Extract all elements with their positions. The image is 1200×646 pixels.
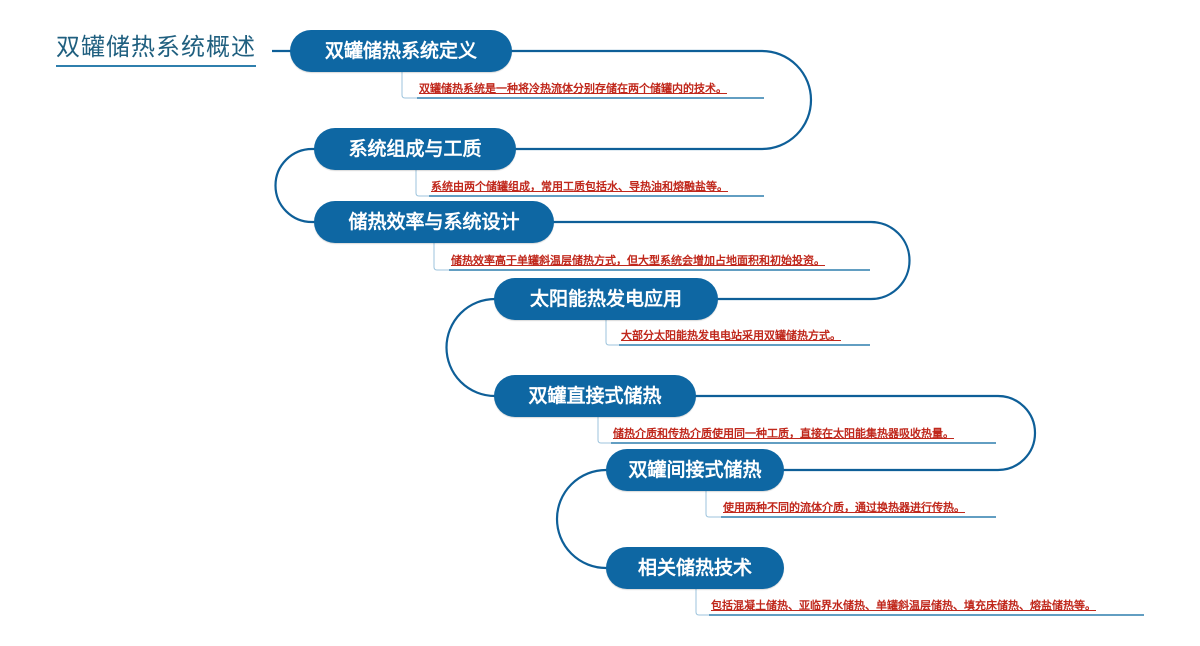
curve-5-6 xyxy=(694,394,1037,472)
note-indirect-storage[interactable]: 使用两种不同的流体介质，通过换热器进行传热。 xyxy=(723,501,965,514)
node-composition[interactable]: 系统组成与工质 xyxy=(314,128,516,170)
curve-4-5 xyxy=(445,297,496,398)
note-definition[interactable]: 双罐储热系统是一种将冷热流体分别存储在两个储罐内的技术。 xyxy=(419,82,727,95)
mind-map-root-title[interactable]: 双罐储热系统概述 xyxy=(56,33,256,67)
note-composition[interactable]: 系统由两个储罐组成，常用工质包括水、导热油和熔融盐等。 xyxy=(431,180,728,193)
curve-6-7 xyxy=(555,468,608,570)
node-definition[interactable]: 双罐储热系统定义 xyxy=(290,30,512,72)
note-related-technologies[interactable]: 包括混凝土储热、亚临界水储热、单罐斜温层储热、填充床储热、熔盐储热等。 xyxy=(711,599,1096,612)
curve-3-4 xyxy=(552,220,911,301)
node-related-technologies[interactable]: 相关储热技术 xyxy=(606,547,784,589)
note-solar-application[interactable]: 大部分太阳能热发电电站采用双罐储热方式。 xyxy=(621,329,841,342)
node-efficiency-design[interactable]: 储热效率与系统设计 xyxy=(314,201,554,243)
node-solar-application[interactable]: 太阳能热发电应用 xyxy=(494,278,718,320)
curve-2-3 xyxy=(274,147,316,224)
node-direct-storage[interactable]: 双罐直接式储热 xyxy=(494,375,696,417)
note-direct-storage[interactable]: 储热介质和传热介质使用同一种工质，直接在太阳能集热器吸收热量。 xyxy=(613,427,954,440)
curve-1-2 xyxy=(510,49,813,151)
note-efficiency-design[interactable]: 储热效率高于单罐斜温层储热方式，但大型系统会增加占地面积和初始投资。 xyxy=(451,254,825,267)
node-indirect-storage[interactable]: 双罐间接式储热 xyxy=(606,449,784,491)
